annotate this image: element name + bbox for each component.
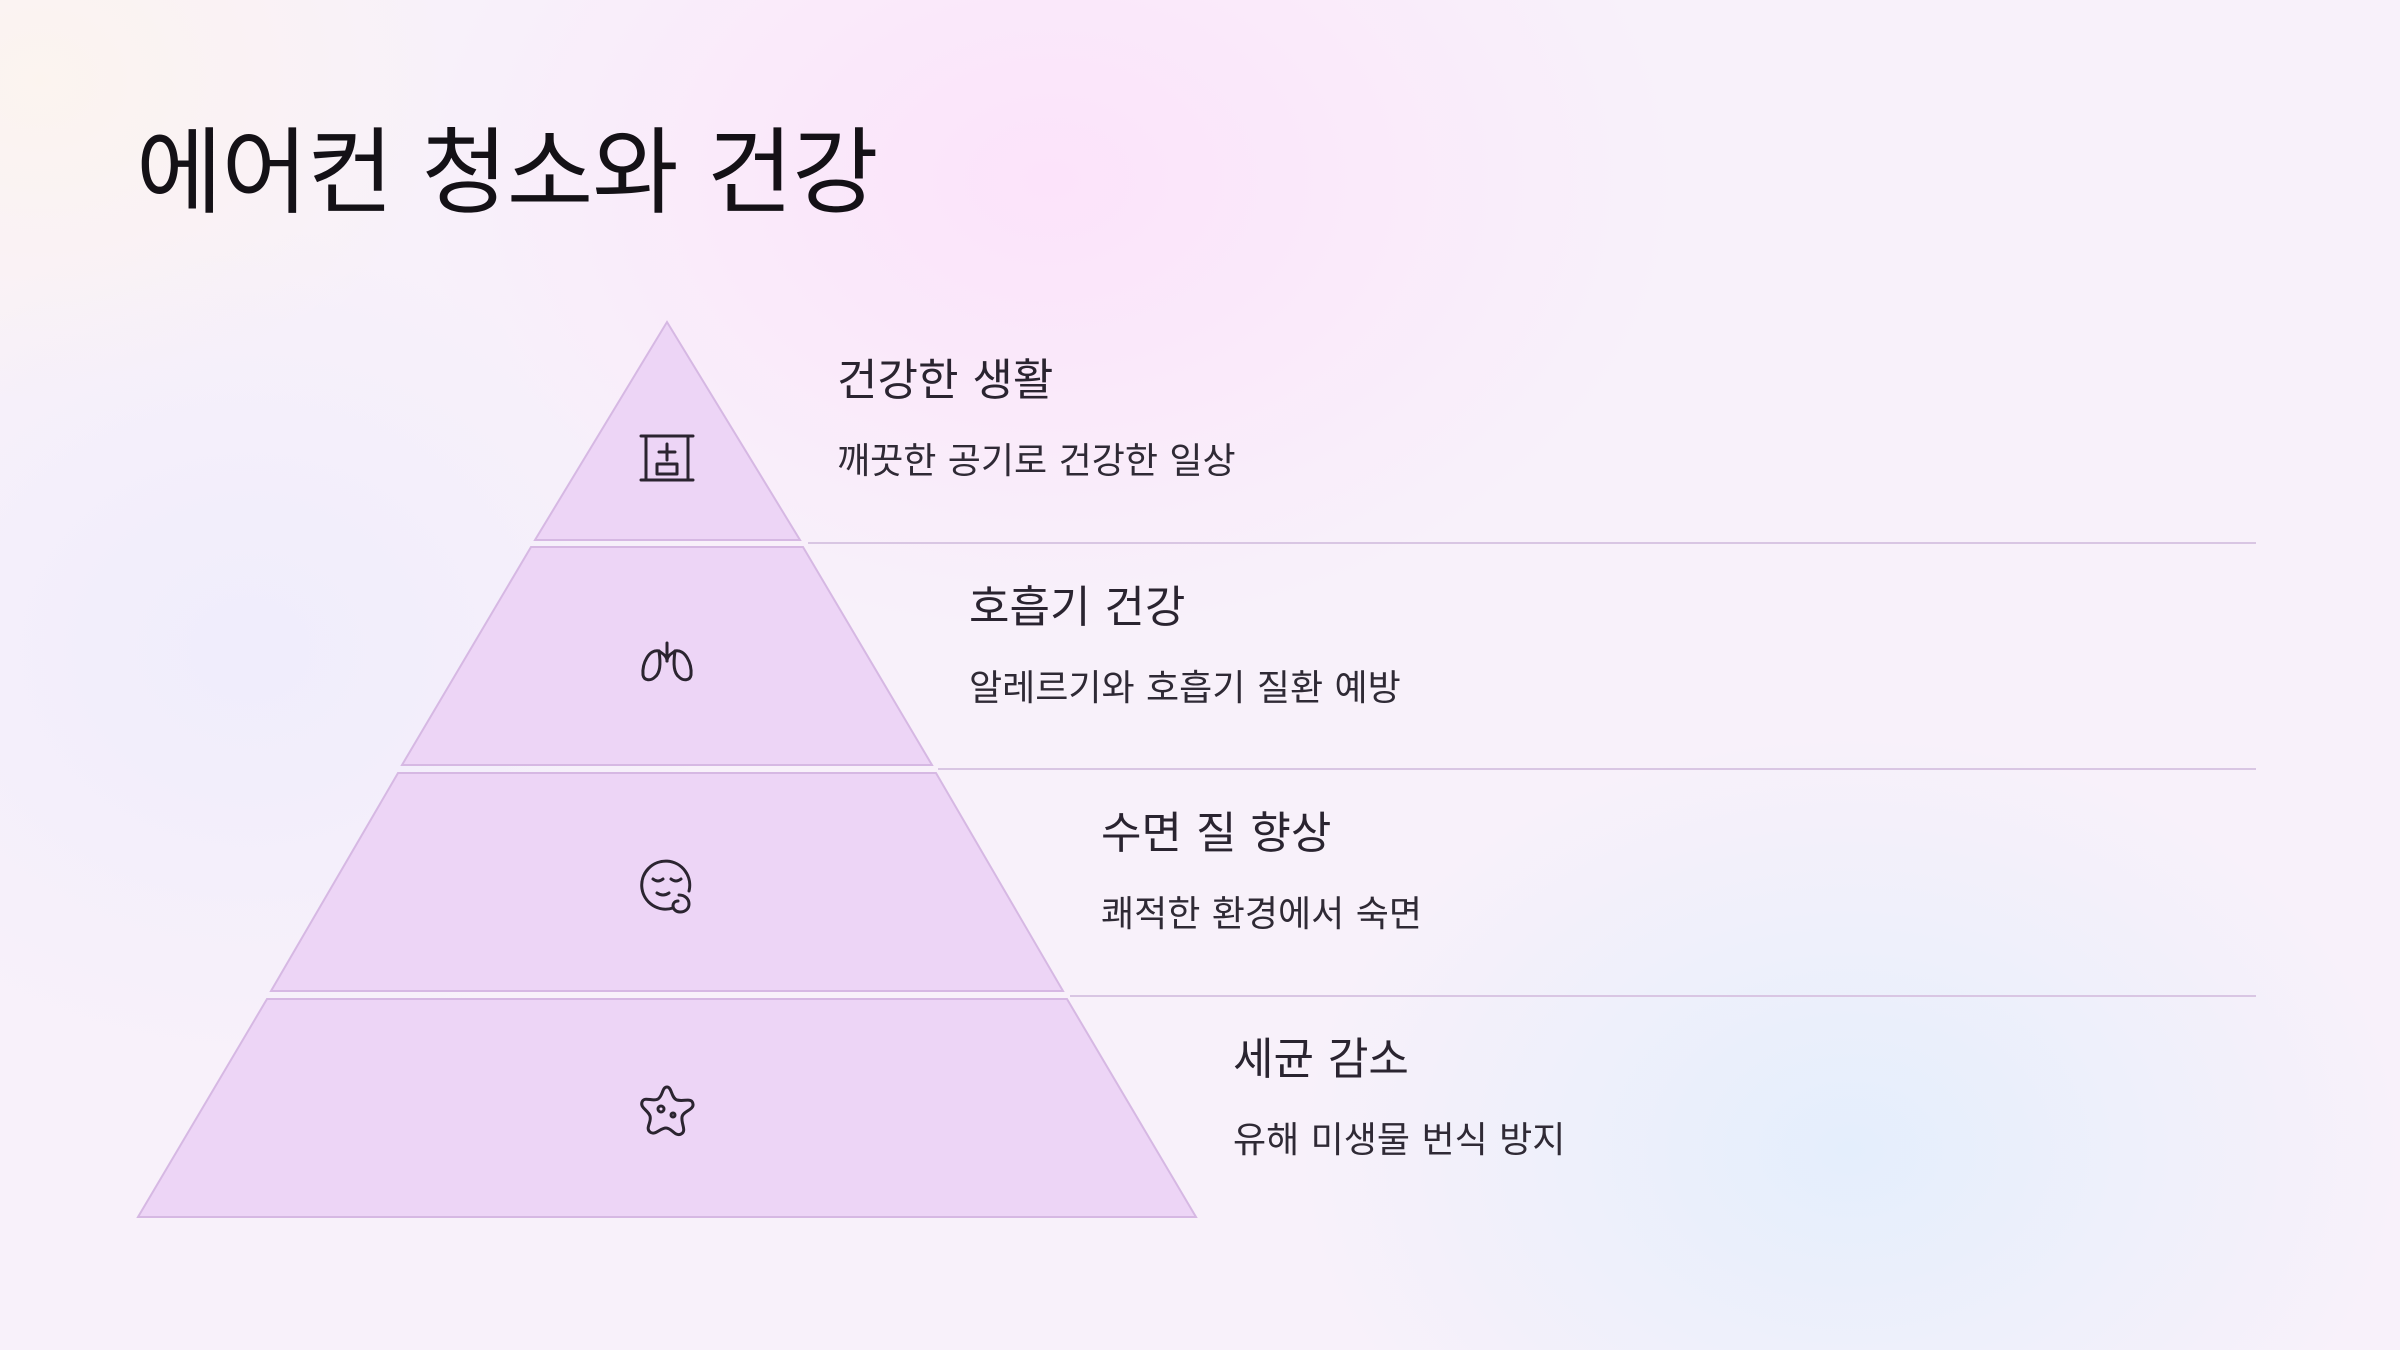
tier-heading: 호흡기 건강 <box>969 582 1186 633</box>
tier-description: 쾌적한 환경에서 숙면 <box>1101 893 1422 935</box>
tier-3-text: 수면 질 향상 쾌적한 환경에서 숙면 <box>1101 808 1422 936</box>
tier-4-text: 세균 감소 유해 미생물 번식 방지 <box>1233 1034 1565 1162</box>
pyramid-tier-1 <box>533 320 802 541</box>
germ-icon <box>637 1081 697 1141</box>
pyramid-tier-3 <box>269 772 1065 992</box>
tier-heading: 건강한 생활 <box>837 355 1054 406</box>
tier-heading: 수면 질 향상 <box>1101 808 1332 859</box>
hospital-icon <box>637 428 697 488</box>
tier-2-text: 호흡기 건강 알레르기와 호흡기 질환 예방 <box>969 582 1401 710</box>
tier-description: 유해 미생물 번식 방지 <box>1233 1119 1566 1161</box>
sleeping-face-icon <box>637 855 697 915</box>
tier-description: 깨끗한 공기로 건강한 일상 <box>837 440 1236 482</box>
tier-1-text: 건강한 생활 깨끗한 공기로 건강한 일상 <box>837 355 1236 483</box>
pyramid-tier-4 <box>136 998 1198 1218</box>
lungs-icon <box>637 631 697 691</box>
tier-heading: 세균 감소 <box>1233 1034 1409 1085</box>
tier-description: 알레르기와 호흡기 질환 예방 <box>969 667 1401 709</box>
page-title: 에어컨 청소와 건강 <box>136 119 879 228</box>
